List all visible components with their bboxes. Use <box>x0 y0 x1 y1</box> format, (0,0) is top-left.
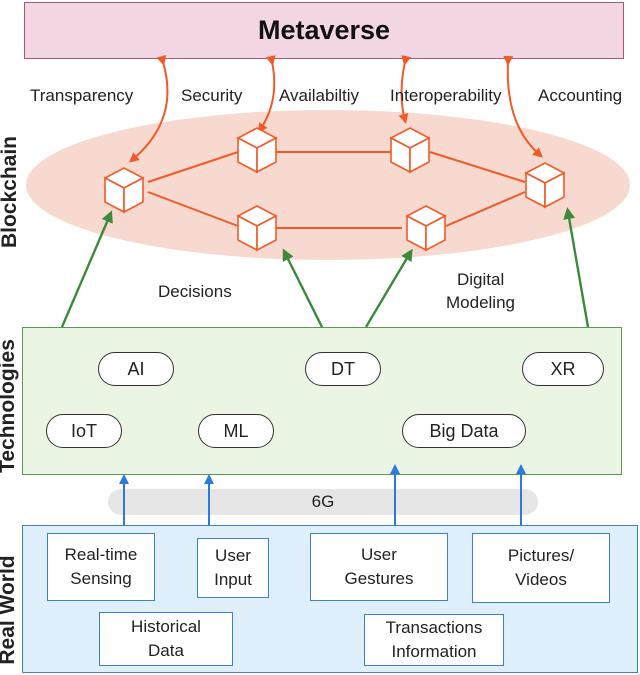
property-security: Security <box>181 86 243 105</box>
blockchain-node-5 <box>237 205 277 251</box>
blockchain-links <box>147 151 526 229</box>
blockchain-node-3 <box>390 127 430 173</box>
property-availability: Availabiltiy <box>279 86 360 105</box>
metaverse-title: Metaverse <box>257 15 391 45</box>
blockchain-node-2 <box>237 127 277 173</box>
source-pictures-videos: Pictures/Videos <box>472 533 610 603</box>
digital-modeling-label-line1: Digital <box>457 270 505 289</box>
property-arrows <box>128 54 544 163</box>
blockchain-layer-label: Blockchain <box>0 135 21 249</box>
decisions-label: Decisions <box>158 282 232 301</box>
tech-big-data: Big Data <box>402 414 526 448</box>
tech-dt: DT <box>305 352 381 386</box>
technologies-layer-box <box>22 327 622 475</box>
property-transparency: Transparency <box>30 86 134 105</box>
tech-iot: IoT <box>46 414 122 448</box>
tech-ai: AI <box>98 352 174 386</box>
blockchain-node-6 <box>406 205 446 251</box>
digital-modeling-label-line2: Modeling <box>446 293 515 312</box>
real-world-layer-label: Real World <box>0 555 19 665</box>
tech-xr: XR <box>522 352 604 386</box>
property-interoperability: Interoperability <box>390 86 502 105</box>
technology-arrows <box>60 207 590 328</box>
blockchain-node-1 <box>104 167 144 213</box>
technologies-layer-label: Technologies <box>0 339 19 473</box>
data-arrows <box>119 464 526 525</box>
network-6g-label: 6G <box>311 492 335 511</box>
metaverse-box: Metaverse <box>24 2 624 59</box>
property-accounting: Accounting <box>538 86 623 105</box>
network-6g-bar: 6G <box>108 489 538 515</box>
tech-ml: ML <box>198 414 274 448</box>
blockchain-node-4 <box>525 162 565 208</box>
